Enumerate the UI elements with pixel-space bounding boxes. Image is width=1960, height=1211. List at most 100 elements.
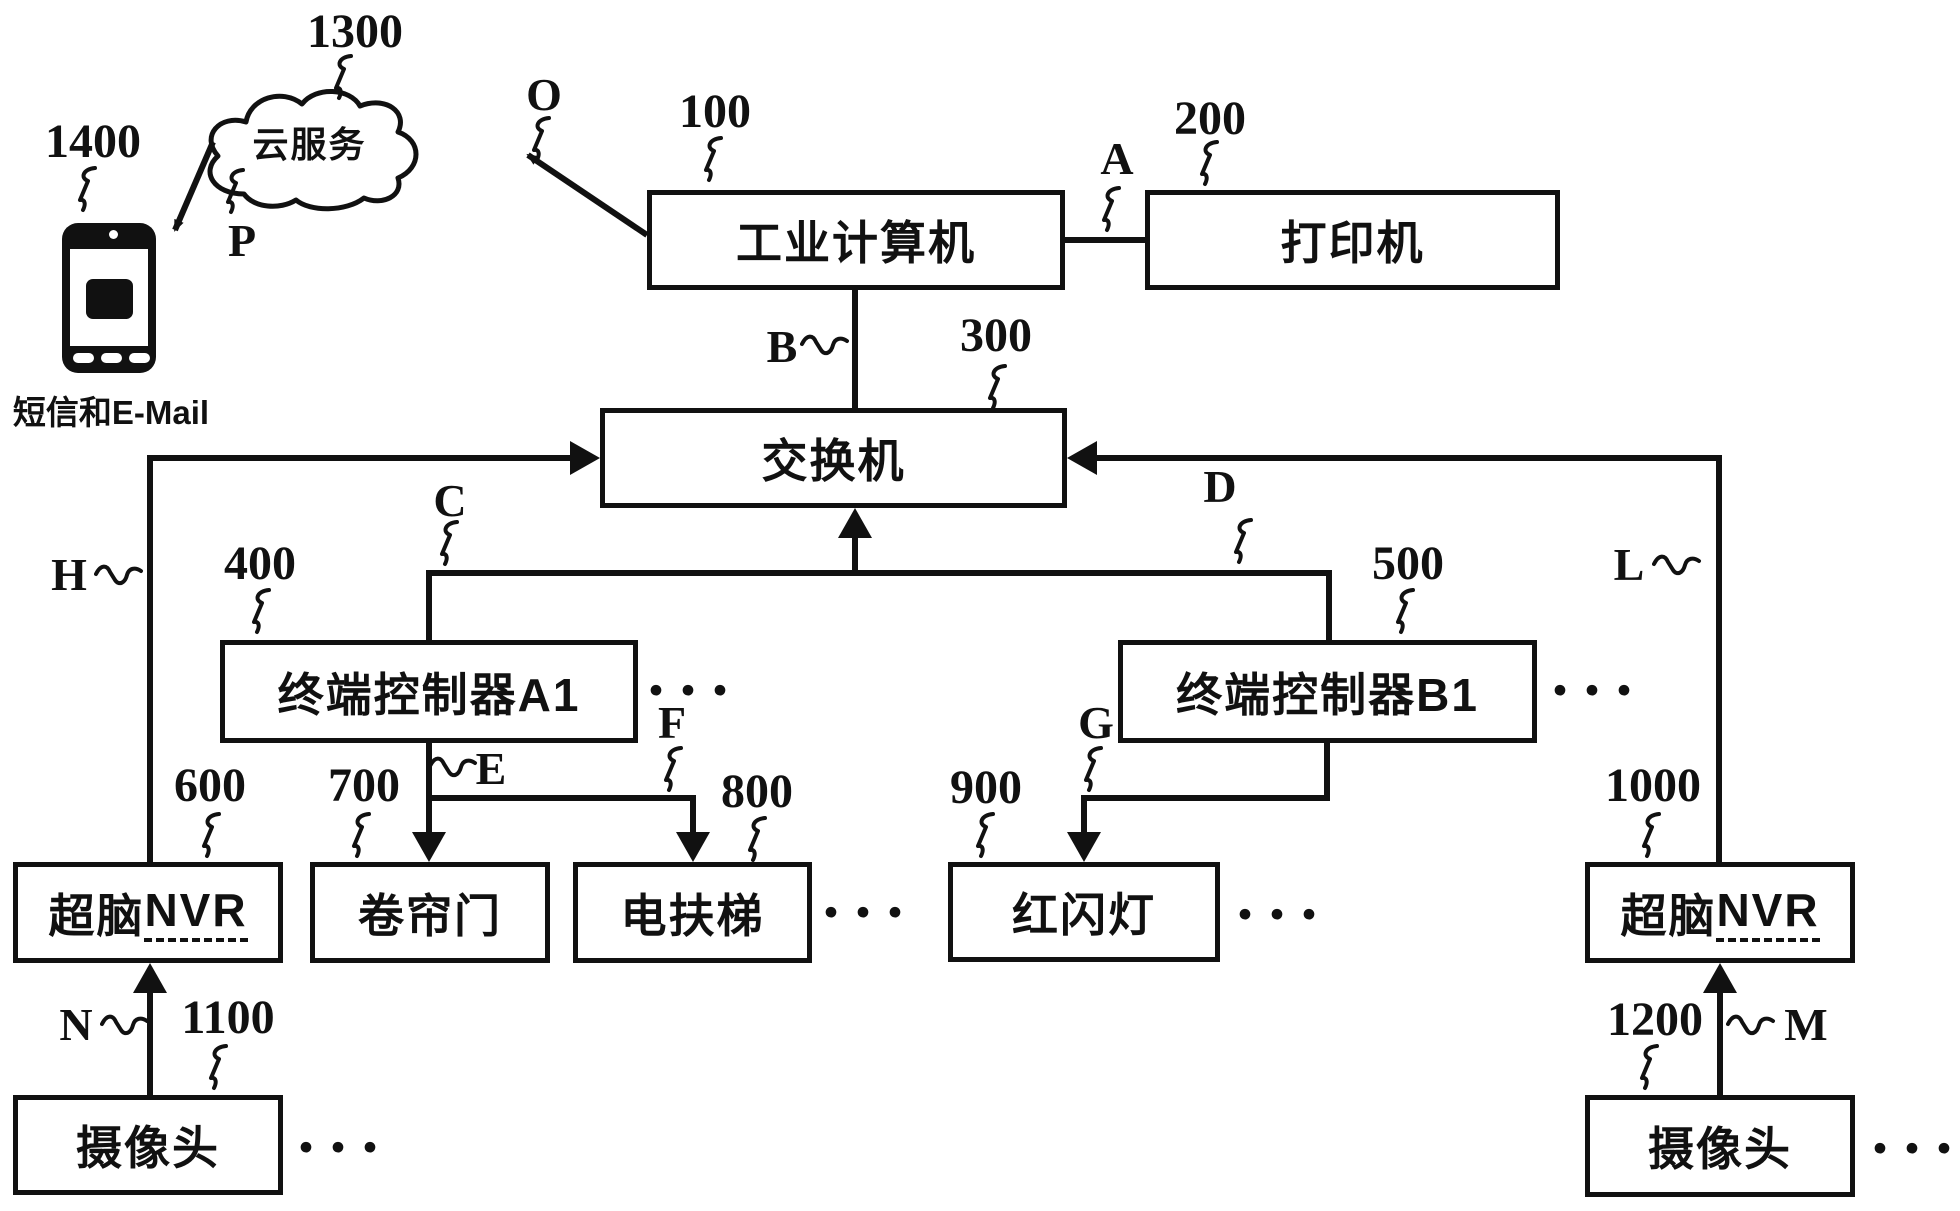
ellipsis: ··· bbox=[819, 876, 917, 949]
arrowhead-up bbox=[133, 963, 167, 993]
ref-label-100: 100 bbox=[679, 85, 751, 138]
lead-line-zigzag-icon bbox=[248, 588, 274, 645]
node-terminal-controller-a1: 终端控制器A1 bbox=[220, 640, 638, 743]
node-roller-door: 卷帘门 bbox=[310, 862, 550, 963]
connection-label-D: D bbox=[1203, 461, 1237, 512]
lead-line-zigzag-icon bbox=[1652, 550, 1704, 581]
phone-button bbox=[101, 353, 122, 363]
arrowhead-up bbox=[1703, 963, 1737, 993]
arrowhead-down bbox=[412, 832, 446, 862]
node-escalator: 电扶梯 bbox=[573, 862, 812, 963]
ref-label-900: 900 bbox=[950, 761, 1022, 814]
connection-label-N: N bbox=[59, 999, 93, 1050]
connector-line bbox=[147, 455, 572, 461]
node-label: 摄像头 bbox=[1648, 1123, 1792, 1175]
ref-label-1200: 1200 bbox=[1607, 993, 1703, 1046]
connection-label-O: O bbox=[526, 69, 562, 120]
connector-line bbox=[1716, 455, 1722, 862]
phone-button bbox=[129, 353, 150, 363]
lead-line-zigzag-icon bbox=[222, 168, 248, 225]
node-red-flash-light: 红闪灯 bbox=[948, 862, 1220, 962]
lead-line-zigzag-icon bbox=[74, 166, 100, 223]
connection-label-A: A bbox=[1100, 133, 1134, 184]
connection-label-B: B bbox=[766, 321, 798, 372]
phone-camera-dot bbox=[109, 230, 118, 239]
node-industrial-computer: 工业计算机 bbox=[647, 190, 1065, 290]
lead-line-zigzag-icon bbox=[984, 364, 1010, 421]
lead-line-zigzag-icon bbox=[1098, 186, 1124, 243]
connector-line bbox=[426, 570, 1332, 576]
lead-line-zigzag-icon bbox=[100, 1010, 152, 1041]
lead-line-zigzag-icon bbox=[700, 136, 726, 193]
connector-line bbox=[1717, 990, 1723, 1095]
connection-label-M: M bbox=[1784, 999, 1828, 1050]
phone-button bbox=[73, 353, 94, 363]
lead-line-zigzag-icon bbox=[436, 520, 462, 577]
node-label-underlined: NVR bbox=[1716, 883, 1820, 942]
ellipsis: ··· bbox=[294, 1111, 392, 1184]
node-label: 交换机 bbox=[761, 435, 906, 487]
ref-label-600: 600 bbox=[174, 759, 246, 812]
node-printer: 打印机 bbox=[1145, 190, 1560, 290]
ref-label-500: 500 bbox=[1372, 537, 1444, 590]
connection-label-L: L bbox=[1613, 539, 1645, 590]
ref-label-300: 300 bbox=[960, 309, 1032, 362]
connector-line bbox=[147, 990, 153, 1095]
connector-line bbox=[426, 795, 432, 834]
connector-line bbox=[852, 290, 858, 408]
arrowhead-right bbox=[570, 441, 600, 475]
ref-label-200: 200 bbox=[1174, 92, 1246, 145]
ellipsis: ··· bbox=[644, 654, 742, 727]
ref-label-700: 700 bbox=[328, 759, 400, 812]
cloud-service-node: 云服务 bbox=[192, 72, 427, 212]
node-label: 摄像头 bbox=[76, 1122, 220, 1174]
connector-line bbox=[1324, 743, 1330, 800]
ref-label-1400: 1400 bbox=[45, 115, 141, 168]
lead-line-zigzag-icon bbox=[1726, 1010, 1778, 1041]
connection-label-F: F bbox=[657, 697, 687, 748]
lead-line-zigzag-icon bbox=[428, 752, 480, 783]
lead-line-zigzag-icon bbox=[205, 1044, 231, 1101]
lead-line-zigzag-icon bbox=[528, 116, 554, 173]
arrowhead-down bbox=[676, 832, 710, 862]
connection-label-P: P bbox=[227, 215, 257, 266]
arrowhead-down bbox=[1067, 832, 1101, 862]
phone-caption: 短信和E-Mail bbox=[12, 394, 210, 431]
lead-line-zigzag-icon bbox=[1080, 746, 1106, 803]
node-camera-left: 摄像头 bbox=[13, 1095, 283, 1195]
ellipsis: ··· bbox=[1548, 654, 1646, 727]
lead-line-zigzag-icon bbox=[1196, 140, 1222, 197]
connector-line bbox=[426, 795, 696, 801]
phone-screen bbox=[70, 249, 148, 346]
connector-line bbox=[690, 795, 696, 834]
node-label: 电扶梯 bbox=[620, 889, 765, 942]
connector-line bbox=[426, 570, 432, 640]
connection-label-H: H bbox=[51, 549, 87, 600]
lead-line-zigzag-icon bbox=[1392, 588, 1418, 645]
node-label: 超脑 bbox=[48, 889, 145, 942]
connector-line bbox=[426, 743, 432, 800]
connector-line bbox=[147, 455, 153, 862]
arrowhead-left bbox=[1067, 441, 1097, 475]
arrowhead-up bbox=[838, 508, 872, 538]
lead-line-zigzag-icon bbox=[1636, 1044, 1662, 1101]
ref-label-1300: 1300 bbox=[307, 5, 403, 58]
connection-label-E: E bbox=[475, 743, 507, 794]
ref-label-1100: 1100 bbox=[181, 991, 275, 1044]
ellipsis: ··· bbox=[1233, 878, 1331, 951]
node-camera-right: 摄像头 bbox=[1585, 1095, 1855, 1197]
lead-line-zigzag-icon bbox=[330, 54, 356, 111]
phone-icon bbox=[62, 223, 156, 373]
connection-label-C: C bbox=[433, 475, 467, 526]
node-label: 打印机 bbox=[1280, 217, 1425, 269]
lead-line-zigzag-icon bbox=[198, 812, 224, 869]
node-label-underlined: NVR bbox=[144, 883, 248, 942]
ref-label-400: 400 bbox=[224, 537, 296, 590]
connector-line bbox=[1326, 570, 1332, 640]
connector-line bbox=[1081, 795, 1087, 834]
ellipsis: ··· bbox=[1868, 1112, 1960, 1185]
node-switch: 交换机 bbox=[600, 408, 1067, 508]
lead-line-zigzag-icon bbox=[744, 816, 770, 873]
